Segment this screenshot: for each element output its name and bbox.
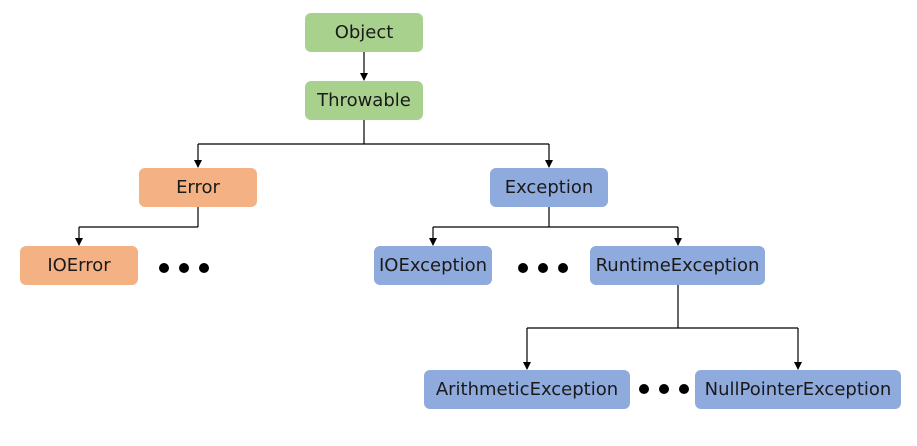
ellipsis-error-subclasses bbox=[159, 263, 209, 273]
node-error-label: Error bbox=[176, 177, 220, 198]
node-ioexception-label: IOException bbox=[378, 255, 488, 276]
ellipsis-dot bbox=[659, 384, 669, 394]
node-ioerror-label: IOError bbox=[47, 255, 111, 276]
node-exception-label: Exception bbox=[504, 177, 594, 198]
ellipsis-exception-subclasses bbox=[518, 263, 568, 273]
node-exception: Exception bbox=[490, 168, 608, 207]
node-object-label: Object bbox=[334, 22, 394, 43]
node-throwable-label: Throwable bbox=[317, 90, 411, 111]
ellipsis-dot bbox=[538, 263, 548, 273]
ellipsis-dot bbox=[639, 384, 649, 394]
node-arithmeticexception: ArithmeticException bbox=[424, 370, 630, 409]
node-ioexception: IOException bbox=[374, 246, 492, 285]
node-arithmeticexception-label: ArithmeticException bbox=[435, 379, 619, 400]
node-ioerror: IOError bbox=[20, 246, 138, 285]
ellipsis-dot bbox=[159, 263, 169, 273]
ellipsis-dot bbox=[558, 263, 568, 273]
ellipsis-runtime-subclasses bbox=[639, 384, 689, 394]
node-nullpointerexception-label: NullPointerException bbox=[704, 379, 892, 400]
node-nullpointerexception: NullPointerException bbox=[695, 370, 901, 409]
node-runtimeexception-label: RuntimeException bbox=[595, 255, 760, 276]
node-error: Error bbox=[139, 168, 257, 207]
node-throwable: Throwable bbox=[305, 81, 423, 120]
ellipsis-dot bbox=[679, 384, 689, 394]
ellipsis-dot bbox=[518, 263, 528, 273]
node-runtimeexception: RuntimeException bbox=[590, 246, 765, 285]
ellipsis-dot bbox=[199, 263, 209, 273]
ellipsis-dot bbox=[179, 263, 189, 273]
node-object: Object bbox=[305, 13, 423, 52]
